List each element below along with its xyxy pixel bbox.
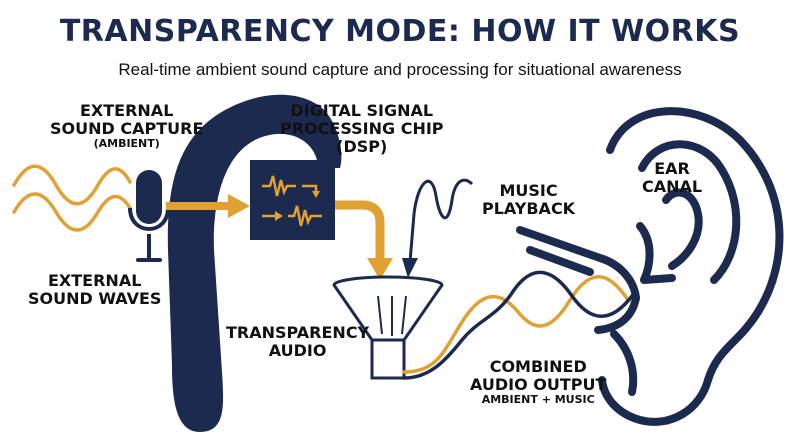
dsp-chip-icon	[250, 160, 335, 240]
combined-line2: AUDIO OUTPUT	[470, 374, 607, 394]
arrow-mic-to-dsp	[166, 194, 250, 218]
dsp-label: DIGITAL SIGNAL PROCESSING CHIP (DSP)	[280, 102, 444, 156]
dsp-line2: PROCESSING CHIP	[280, 118, 444, 138]
microphone-icon	[128, 170, 170, 262]
earbud-icon	[167, 94, 342, 433]
music-playback-label: MUSIC PLAYBACK	[482, 182, 575, 218]
external-capture-line3: (AMBIENT)	[93, 136, 160, 150]
music-line2: PLAYBACK	[482, 198, 576, 218]
funnel-icon	[332, 275, 444, 380]
external-capture-line1: EXTERNAL	[79, 101, 174, 120]
arrow-dsp-to-funnel	[335, 200, 393, 280]
page-title: TRANSPARENCY MODE: HOW IT WORKS	[59, 14, 741, 49]
dsp-line3: (DSP)	[336, 136, 388, 156]
dsp-line1: DIGITAL SIGNAL	[290, 101, 434, 120]
combined-line3: AMBIENT + MUSIC	[481, 392, 595, 406]
transparency-line1: TRANSPARENCY	[226, 323, 370, 342]
combined-audio-waves	[402, 270, 634, 380]
transparency-audio-label: TRANSPARENCY AUDIO	[226, 324, 369, 360]
ear-canal-label: EAR CANAL	[642, 160, 702, 196]
ear-icon	[516, 107, 784, 426]
external-waves-line1: EXTERNAL	[48, 271, 142, 290]
music-line1: MUSIC	[499, 181, 558, 200]
combined-output-label: COMBINED AUDIO OUTPUT AMBIENT + MUSIC	[470, 358, 606, 406]
external-capture-line2: SOUND CAPTURE	[50, 118, 204, 138]
ear-canal-line1: EAR	[654, 159, 690, 178]
music-playback-arrow	[402, 178, 474, 278]
combined-line1: COMBINED	[489, 357, 587, 376]
external-capture-label: EXTERNAL SOUND CAPTURE (AMBIENT)	[50, 102, 203, 150]
external-waves-line2: SOUND WAVES	[28, 288, 162, 308]
transparency-line2: AUDIO	[268, 340, 327, 360]
page-subtitle: Real-time ambient sound capture and proc…	[118, 60, 682, 79]
ear-canal-line2: CANAL	[642, 176, 703, 196]
external-waves-label: EXTERNAL SOUND WAVES	[28, 272, 161, 308]
external-sound-waves	[12, 164, 132, 232]
